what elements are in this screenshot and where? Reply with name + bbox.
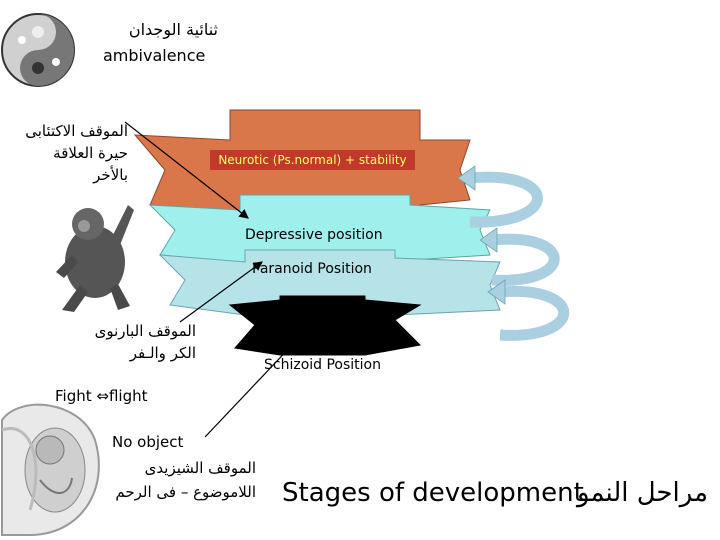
depressive-label-ar: الموقف الاكتئابى حيرة العلاقة بالأخر [0, 120, 128, 186]
neurotic-layer-label: Neurotic (Ps.normal) + stability [210, 150, 415, 170]
paranoid-layer [158, 249, 501, 316]
fetus-icon [0, 403, 100, 536]
depressive-label-line: حيرة العلاقة [53, 144, 128, 162]
paranoid-label-line: الموقف البارنوى [94, 322, 196, 340]
fight-flight-label: Fight ⇔flight [55, 387, 148, 405]
schizoid-layer [228, 295, 422, 356]
depressive-layer-label: Depressive position [245, 227, 383, 243]
paranoid-label-ar: الموقف البارنوى الكر والـفر [60, 320, 196, 364]
loop-arrow-top [457, 165, 543, 228]
arrow-schizoid [204, 341, 296, 438]
ambivalence-title-ar: ثنائية الوجدان [128, 20, 218, 39]
arrow-depressive [124, 121, 249, 219]
stages-of-development-en: Stages of development [282, 478, 584, 508]
loop-arrow-bottom [487, 279, 570, 341]
gorilla-icon [56, 205, 134, 312]
paranoid-label-line: الكر والـفر [129, 344, 196, 362]
paranoid-layer-label: Paranoid Position [252, 261, 372, 277]
schizoid-label-line: اللاموضوع – فى الرحم [115, 483, 256, 501]
arrow-paranoid [179, 261, 263, 323]
ambivalence-title-en: ambivalence [103, 46, 206, 65]
stages-of-development-ar: مراحل النمو [577, 478, 708, 508]
schizoid-label-ar: الموقف الشيزيدى اللاموضوع – فى الرحم [80, 456, 256, 504]
depressive-label-line: بالأخر [93, 166, 128, 184]
schizoid-label-line: الموقف الشيزيدى [144, 459, 256, 477]
yin-yang-icon [1, 13, 75, 87]
loop-arrow-middle [479, 227, 560, 286]
no-object-label: No object [112, 433, 184, 451]
schizoid-layer-label: Schizoid Position [264, 357, 381, 373]
depressive-label-line: الموقف الاكتئابى [25, 122, 128, 140]
